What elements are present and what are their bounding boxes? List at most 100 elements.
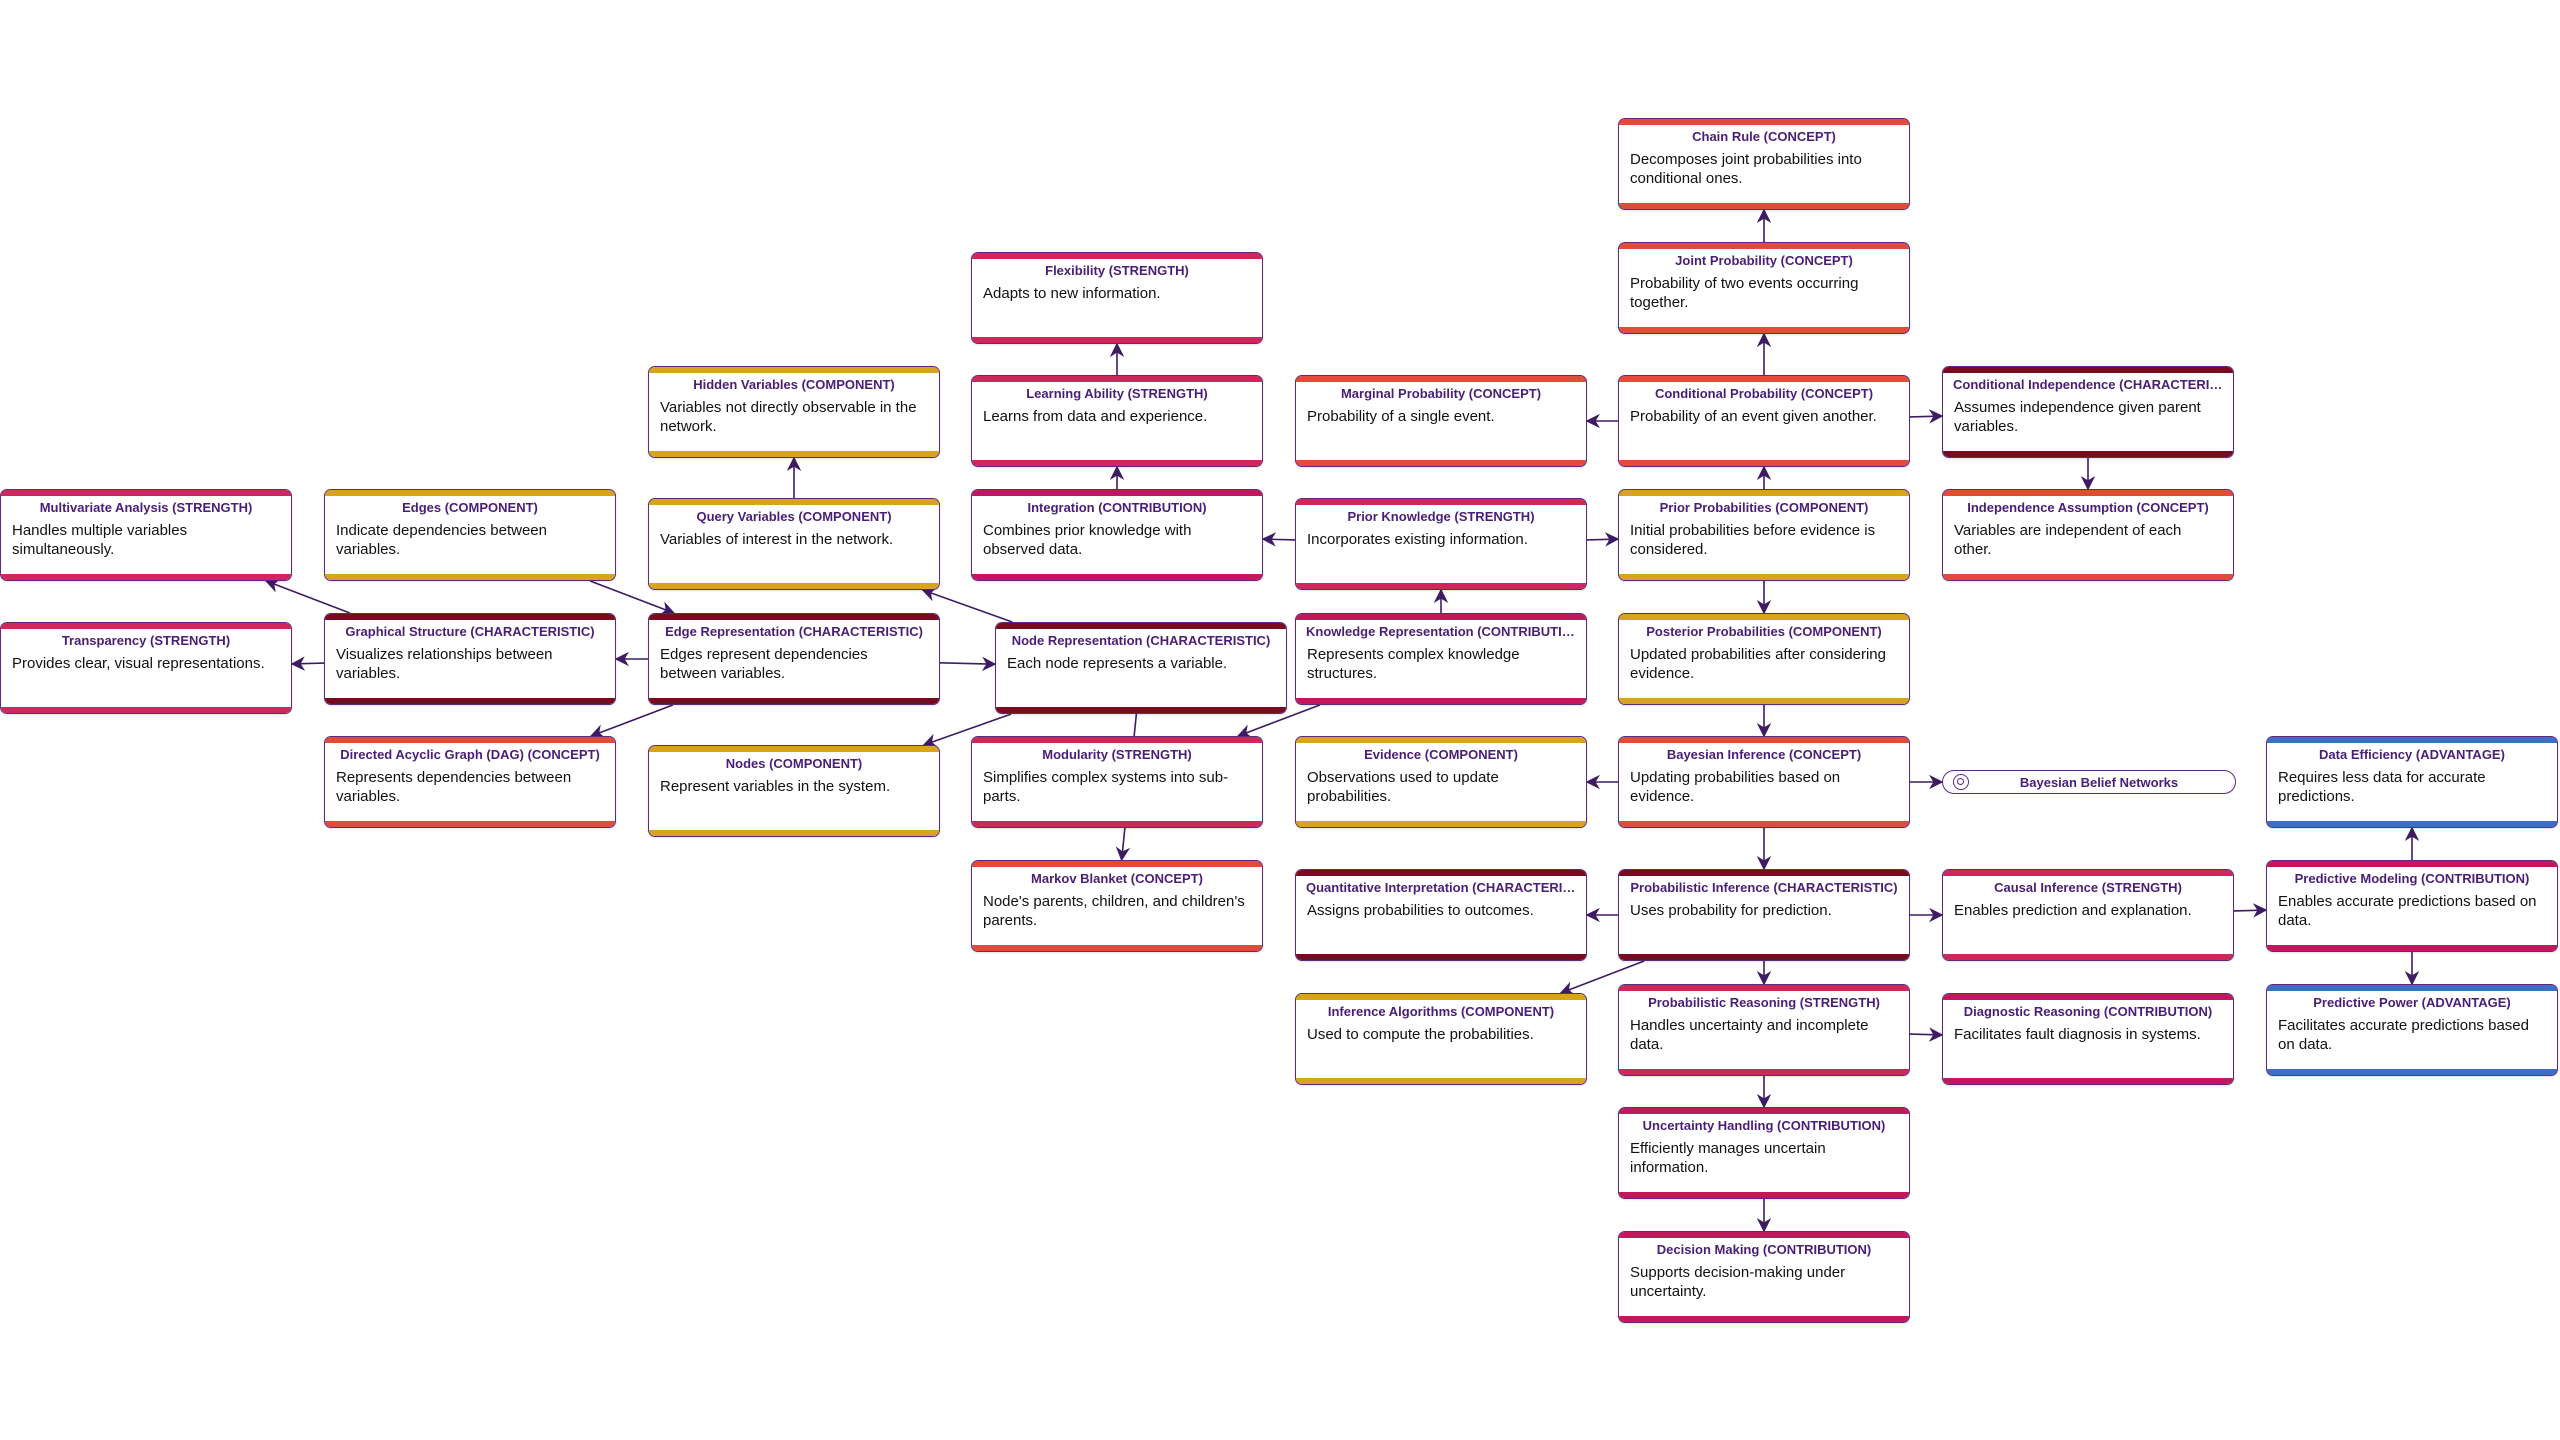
node-description: Supports decision-making under uncertain… [1630,1264,1846,1300]
node-bottom-bar [649,698,939,704]
node-joint-probability[interactable]: Joint Probability (CONCEPT)Probability o… [1618,242,1910,334]
node-description: Assumes independence given parent variab… [1954,399,2201,435]
node-uncertainty-handling[interactable]: Uncertainty Handling (CONTRIBUTION)Effic… [1618,1107,1910,1199]
node-top-bar [649,746,939,752]
node-diagnostic-reasoning[interactable]: Diagnostic Reasoning (CONTRIBUTION)Facil… [1942,993,2234,1085]
node-title: Modularity (STRENGTH) [1042,747,1192,762]
node-title: Chain Rule (CONCEPT) [1692,129,1836,144]
node-transparency[interactable]: Transparency (STRENGTH)Provides clear, v… [0,622,292,714]
node-knowledge-representation[interactable]: Knowledge Representation (CONTRIBUTION)R… [1295,613,1587,705]
node-top-bar [1619,1108,1909,1114]
edge-graphstruct-to-multivar [264,578,351,614]
node-predictive-modeling[interactable]: Predictive Modeling (CONTRIBUTION)Enable… [2266,860,2558,952]
node-title: Nodes (COMPONENT) [725,756,863,771]
node-title: Predictive Power (ADVANTAGE) [2313,995,2511,1010]
node-prior-knowledge[interactable]: Prior Knowledge (STRENGTH)Incorporates e… [1295,498,1587,590]
node-bottom-bar [325,574,615,580]
central-topic-pill[interactable]: Bayesian Belief Networks [1942,770,2236,794]
node-bottom-bar [2267,821,2557,827]
node-bottom-bar [972,821,1262,827]
node-bottom-bar [1943,574,2233,580]
node-probabilistic-reasoning[interactable]: Probabilistic Reasoning (STRENGTH)Handle… [1618,984,1910,1076]
node-bottom-bar [1296,698,1586,704]
edge-priorknow-to-priorprob [1586,532,1620,547]
node-top-bar [1296,614,1586,620]
node-hidden-variables[interactable]: Hidden Variables (COMPONENT)Variables no… [648,366,940,458]
node-top-bar [2267,737,2557,743]
node-top-bar [996,623,1286,629]
node-bayesian-inference[interactable]: Bayesian Inference (CONCEPT)Updating pro… [1618,736,1910,828]
node-posterior-probabilities[interactable]: Posterior Probabilities (COMPONENT)Updat… [1618,613,1910,705]
node-description: Probability of an event given another. [1630,408,1877,425]
node-top-bar [325,490,615,496]
node-probabilistic-inference[interactable]: Probabilistic Inference (CHARACTERISTIC)… [1618,869,1910,961]
node-query-variables[interactable]: Query Variables (COMPONENT)Variables of … [648,498,940,590]
node-markov-blanket[interactable]: Markov Blanket (CONCEPT)Node's parents, … [971,860,1263,952]
node-bottom-bar [972,574,1262,580]
node-learning-ability[interactable]: Learning Ability (STRENGTH)Learns from d… [971,375,1263,467]
node-flexibility[interactable]: Flexibility (STRENGTH)Adapts to new info… [971,252,1263,344]
node-bottom-bar [1296,954,1586,960]
node-marginal-probability[interactable]: Marginal Probability (CONCEPT)Probabilit… [1295,375,1587,467]
node-directed-acyclic-graph[interactable]: Directed Acyclic Graph (DAG) (CONCEPT)Re… [324,736,616,828]
node-top-bar [1619,614,1909,620]
node-quantitative-interpretation[interactable]: Quantitative Interpretation (CHARACTERIS… [1295,869,1587,961]
node-description: Initial probabilities before evidence is… [1630,522,1876,558]
node-edges[interactable]: Edges (COMPONENT)Indicate dependencies b… [324,489,616,581]
node-top-bar [1943,994,2233,1000]
node-data-efficiency[interactable]: Data Efficiency (ADVANTAGE)Requires less… [2266,736,2558,828]
node-description: Probability of a single event. [1307,408,1495,425]
node-graphical-structure[interactable]: Graphical Structure (CHARACTERISTIC)Visu… [324,613,616,705]
node-nodes[interactable]: Nodes (COMPONENT)Represent variables in … [648,745,940,837]
node-bottom-bar [1943,451,2233,457]
node-inference-algorithms[interactable]: Inference Algorithms (COMPONENT)Used to … [1295,993,1587,1085]
node-description: Edges represent dependencies between var… [660,646,868,682]
node-independence-assumption[interactable]: Independence Assumption (CONCEPT)Variabl… [1942,489,2234,581]
node-description: Enables accurate predictions based on da… [2278,893,2537,929]
node-top-bar [2267,861,2557,867]
node-top-bar [972,253,1262,259]
node-title: Joint Probability (CONCEPT) [1675,253,1853,268]
node-bottom-bar [325,821,615,827]
node-integration[interactable]: Integration (CONTRIBUTION)Combines prior… [971,489,1263,581]
node-conditional-probability[interactable]: Conditional Probability (CONCEPT) Probabi… [1618,375,1910,467]
node-bottom-bar [1296,583,1586,589]
node-title: Posterior Probabilities (COMPONENT) [1646,624,1882,639]
node-title: Probabilistic Inference (CHARACTERISTIC) [1630,880,1898,895]
node-top-bar [325,614,615,620]
node-predictive-power[interactable]: Predictive Power (ADVANTAGE)Facilitates … [2266,984,2558,1076]
node-title: Conditional Probability (CONCEPT) [1654,386,1874,401]
node-evidence[interactable]: Evidence (COMPONENT)Observations used to… [1295,736,1587,828]
node-bottom-bar [996,707,1286,713]
node-multivariate-analysis[interactable]: Multivariate Analysis (STRENGTH) Handles … [0,489,292,581]
node-edge-representation[interactable]: Edge Representation (CHARACTERISTIC)Edge… [648,613,940,705]
node-top-bar [1296,737,1586,743]
node-prior-probabilities[interactable]: Prior Probabilities (COMPONENT)Initial p… [1618,489,1910,581]
node-title: Prior Knowledge (STRENGTH) [1347,509,1535,524]
node-title: Multivariate Analysis (STRENGTH) [39,500,253,515]
node-node-representation[interactable]: Node Representation (CHARACTERISTIC) Each… [995,622,1287,714]
node-title: Integration (CONTRIBUTION) [1027,500,1207,515]
node-top-bar [2267,985,2557,991]
node-description: Represents complex knowledge structures. [1307,646,1520,682]
node-description: Uses probability for prediction. [1630,902,1832,919]
node-modularity[interactable]: Modularity (STRENGTH)Simplifies complex … [971,736,1263,828]
node-title: Node Representation (CHARACTERISTIC) [1011,633,1271,648]
node-bottom-bar [325,698,615,704]
node-title: Quantitative Interpretation (CHARACTERIS… [1306,880,1576,895]
node-description: Decomposes joint probabilities into cond… [1630,151,1862,187]
node-decision-making[interactable]: Decision Making (CONTRIBUTION)Supports d… [1618,1231,1910,1323]
node-conditional-independence[interactable]: Conditional Independence (CHARACTERISTIC… [1942,366,2234,458]
node-bottom-bar [972,945,1262,951]
node-bottom-bar [1619,203,1909,209]
node-description: Used to compute the probabilities. [1307,1026,1534,1043]
node-chain-rule[interactable]: Chain Rule (CONCEPT) Decomposes joint pro… [1618,118,1910,210]
node-causal-inference[interactable]: Causal Inference (STRENGTH)Enables predi… [1942,869,2234,961]
target-icon [1953,774,1969,790]
node-description: Handles uncertainty and incomplete data. [1630,1017,1869,1053]
node-top-bar [1619,737,1909,743]
node-description: Handles multiple variables simultaneousl… [12,522,188,558]
node-bottom-bar [1943,954,2233,960]
node-description: Each node represents a variable. [1007,655,1228,672]
node-top-bar [649,367,939,373]
